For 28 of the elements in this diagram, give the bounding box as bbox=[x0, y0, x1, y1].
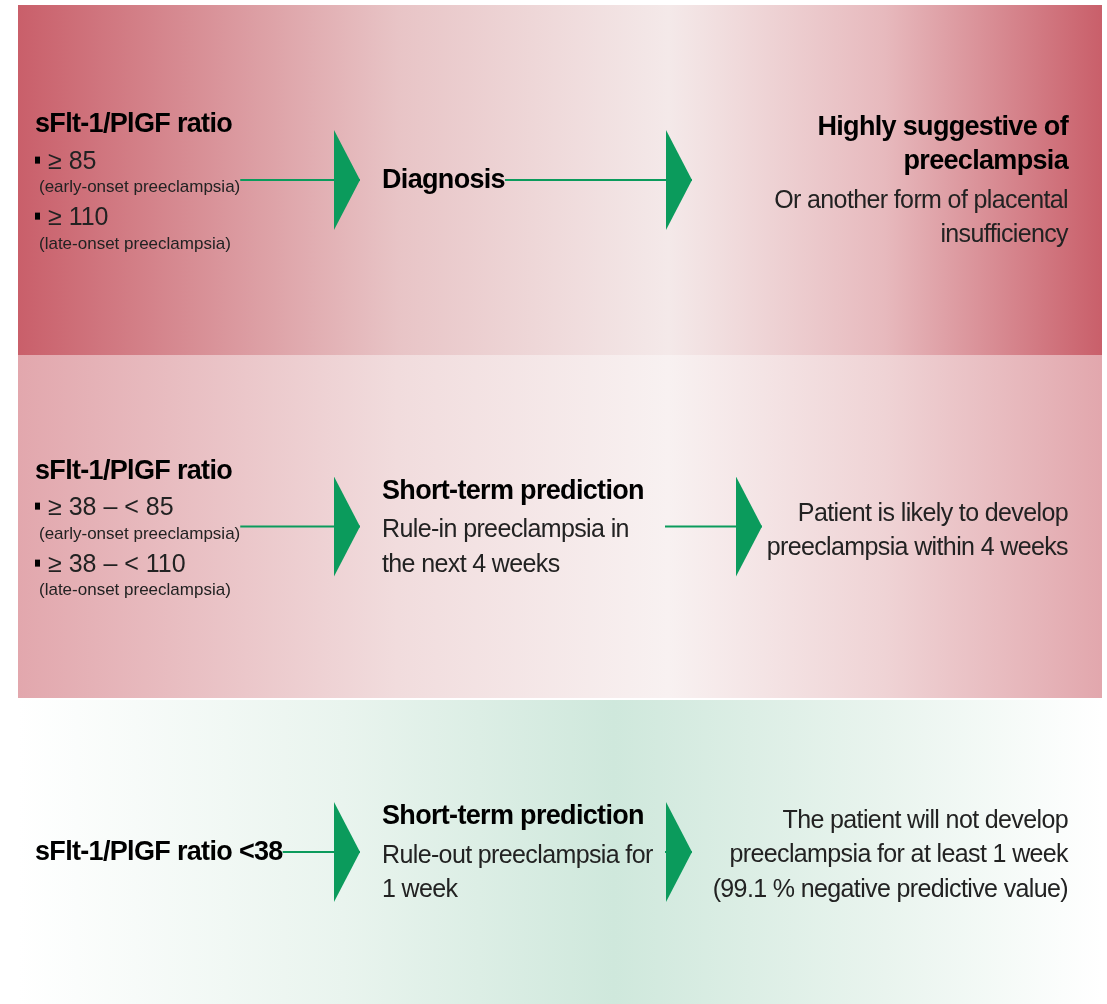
chevron-arrow bbox=[503, 130, 693, 230]
heading-text: Short-term prediction bbox=[382, 473, 644, 507]
threshold-value: ≥ 38 – < 85 bbox=[48, 490, 174, 522]
heading-text: sFlt-1/PlGF ratio <38 bbox=[35, 835, 283, 869]
chevron-arrow bbox=[281, 802, 361, 902]
onset-note: (early-onset preeclampsia) bbox=[39, 522, 241, 544]
body-text: Patient is likely to develop preeclampsia within 4 weeks bbox=[765, 496, 1068, 562]
onset-note: (late-onset preeclampsia) bbox=[39, 578, 231, 600]
heading-text: sFlt-1/PlGF ratio bbox=[35, 106, 233, 140]
heading-text: Highly suggestive of preeclampsia bbox=[816, 109, 1068, 177]
chevron-arrow bbox=[239, 476, 361, 577]
onset-note: (early-onset preeclampsia) bbox=[39, 175, 241, 197]
threshold-value: ≥ 85 bbox=[48, 144, 97, 176]
band-background bbox=[18, 5, 1102, 355]
body-text: Or another form of placental insufficiency bbox=[773, 183, 1068, 249]
chevron-arrow bbox=[239, 130, 361, 230]
chevron-arrow bbox=[664, 476, 763, 577]
body-text: Rule-out preeclampsia for 1 week bbox=[382, 838, 654, 904]
heading-text: Short-term prediction bbox=[382, 798, 644, 832]
threshold-value: ≥ 38 – < 110 bbox=[48, 547, 186, 579]
heading-text: Diagnosis bbox=[382, 163, 505, 197]
body-text: The patient will not develop preeclampsia for at least 1 week (99.1 % negative predictive value) bbox=[711, 804, 1068, 905]
body-text: Rule-in preeclampsia in the next 4 weeks bbox=[382, 513, 630, 579]
band-background bbox=[18, 355, 1102, 698]
chevron-arrow bbox=[664, 802, 693, 902]
heading-text: sFlt-1/PlGF ratio bbox=[35, 453, 233, 487]
onset-note: (late-onset preeclampsia) bbox=[39, 232, 231, 254]
threshold-value: ≥ 110 bbox=[48, 200, 109, 232]
